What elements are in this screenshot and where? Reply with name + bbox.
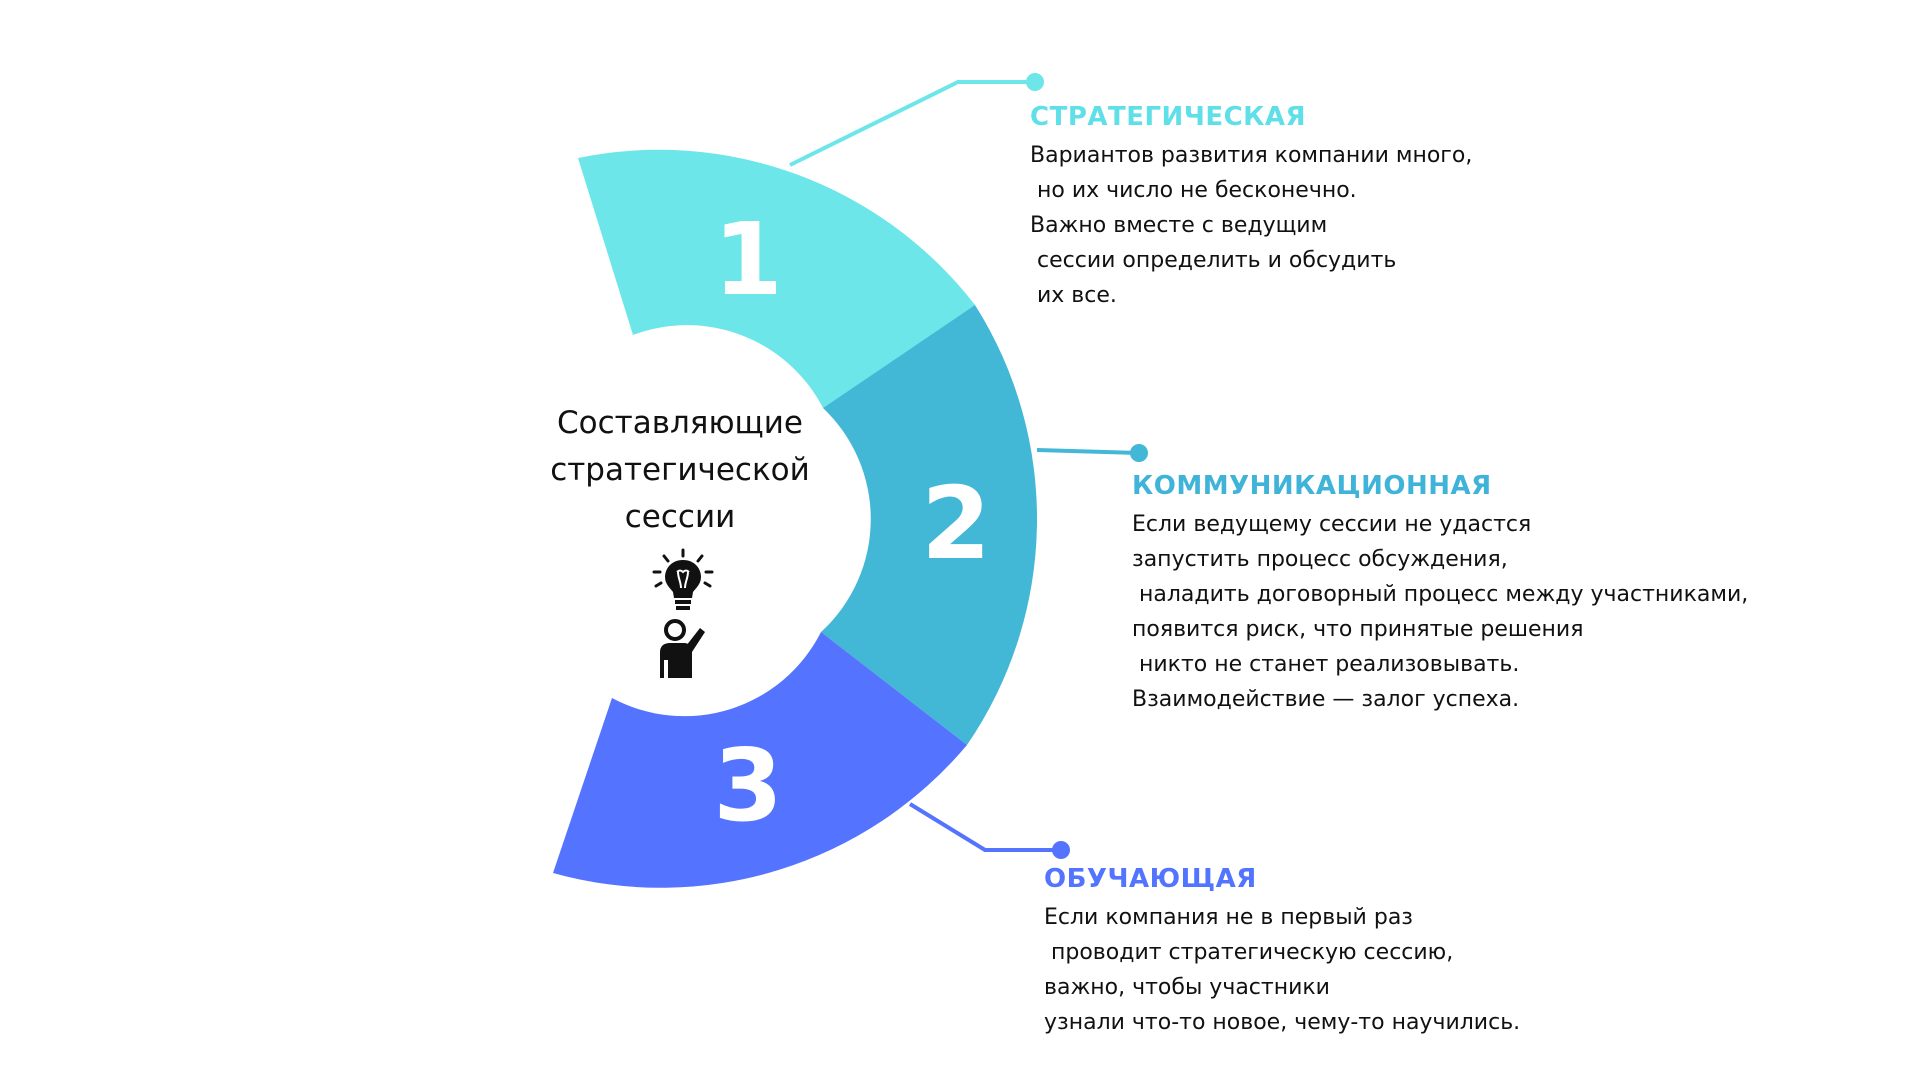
block-communication-line: наладить договорный процесс между участн… <box>1132 582 1749 607</box>
block-educational-line: узнали что-то новое, чему-то научились. <box>1044 1010 1521 1035</box>
block-strategic-line: Важно вместе с ведущим <box>1030 213 1328 238</box>
center-title-line: Составляющие <box>557 405 803 441</box>
block-communication-line: Если ведущему сессии не удастся <box>1132 512 1532 537</box>
block-communication-line: запустить процесс обсуждения, <box>1132 547 1508 572</box>
connector-dot-1 <box>1026 73 1044 91</box>
center-title-line: сессии <box>624 499 736 535</box>
connector-dot-2 <box>1130 444 1148 462</box>
segment-3-arc <box>553 632 967 888</box>
segment-2-number: 2 <box>921 465 991 582</box>
block-communication-line: Взаимодействие — залог успеха. <box>1132 687 1520 712</box>
connector-line-2 <box>1036 448 1140 455</box>
block-strategic-line: Вариантов развития компании много, <box>1030 143 1473 168</box>
block-strategic-line: сессии определить и обсудить <box>1030 248 1397 273</box>
block-educational-heading: ОБУЧАЮЩАЯ <box>1044 864 1257 894</box>
center-title-line: стратегической <box>550 452 810 488</box>
segment-1-arc <box>578 149 975 409</box>
segment-2-arc <box>821 305 1038 745</box>
idea-person-icon <box>650 548 716 678</box>
block-strategic-heading: СТРАТЕГИЧЕСКАЯ <box>1030 102 1307 132</box>
segment-1-number: 1 <box>713 201 783 318</box>
block-educational-line: Если компания не в первый раз <box>1044 905 1413 930</box>
block-educational-line: проводит стратегическую сессию, <box>1044 940 1454 965</box>
segment-3-number: 3 <box>713 727 783 844</box>
connector-line-3 <box>908 802 1061 852</box>
center-title: Составляющие стратегической сессии <box>540 400 820 541</box>
block-educational-line: важно, чтобы участники <box>1044 975 1330 1000</box>
block-communication-line: никто не станет реализовывать. <box>1132 652 1520 677</box>
block-communication-line: появится риск, что принятые решения <box>1132 617 1584 642</box>
connector-line-1 <box>789 80 1035 167</box>
block-communication-heading: КОММУНИКАЦИОННАЯ <box>1132 471 1492 501</box>
block-educational: ОБУЧАЮЩАЯ Если компания не в первый раз … <box>1044 862 1520 1040</box>
block-strategic-line: их все. <box>1030 283 1117 308</box>
block-strategic: СТРАТЕГИЧЕСКАЯ Вариантов развития компан… <box>1030 100 1472 313</box>
block-communication: КОММУНИКАЦИОННАЯ Если ведущему сессии не… <box>1132 469 1748 717</box>
connector-dot-3 <box>1052 841 1070 859</box>
block-strategic-line: но их число не бесконечно. <box>1030 178 1357 203</box>
